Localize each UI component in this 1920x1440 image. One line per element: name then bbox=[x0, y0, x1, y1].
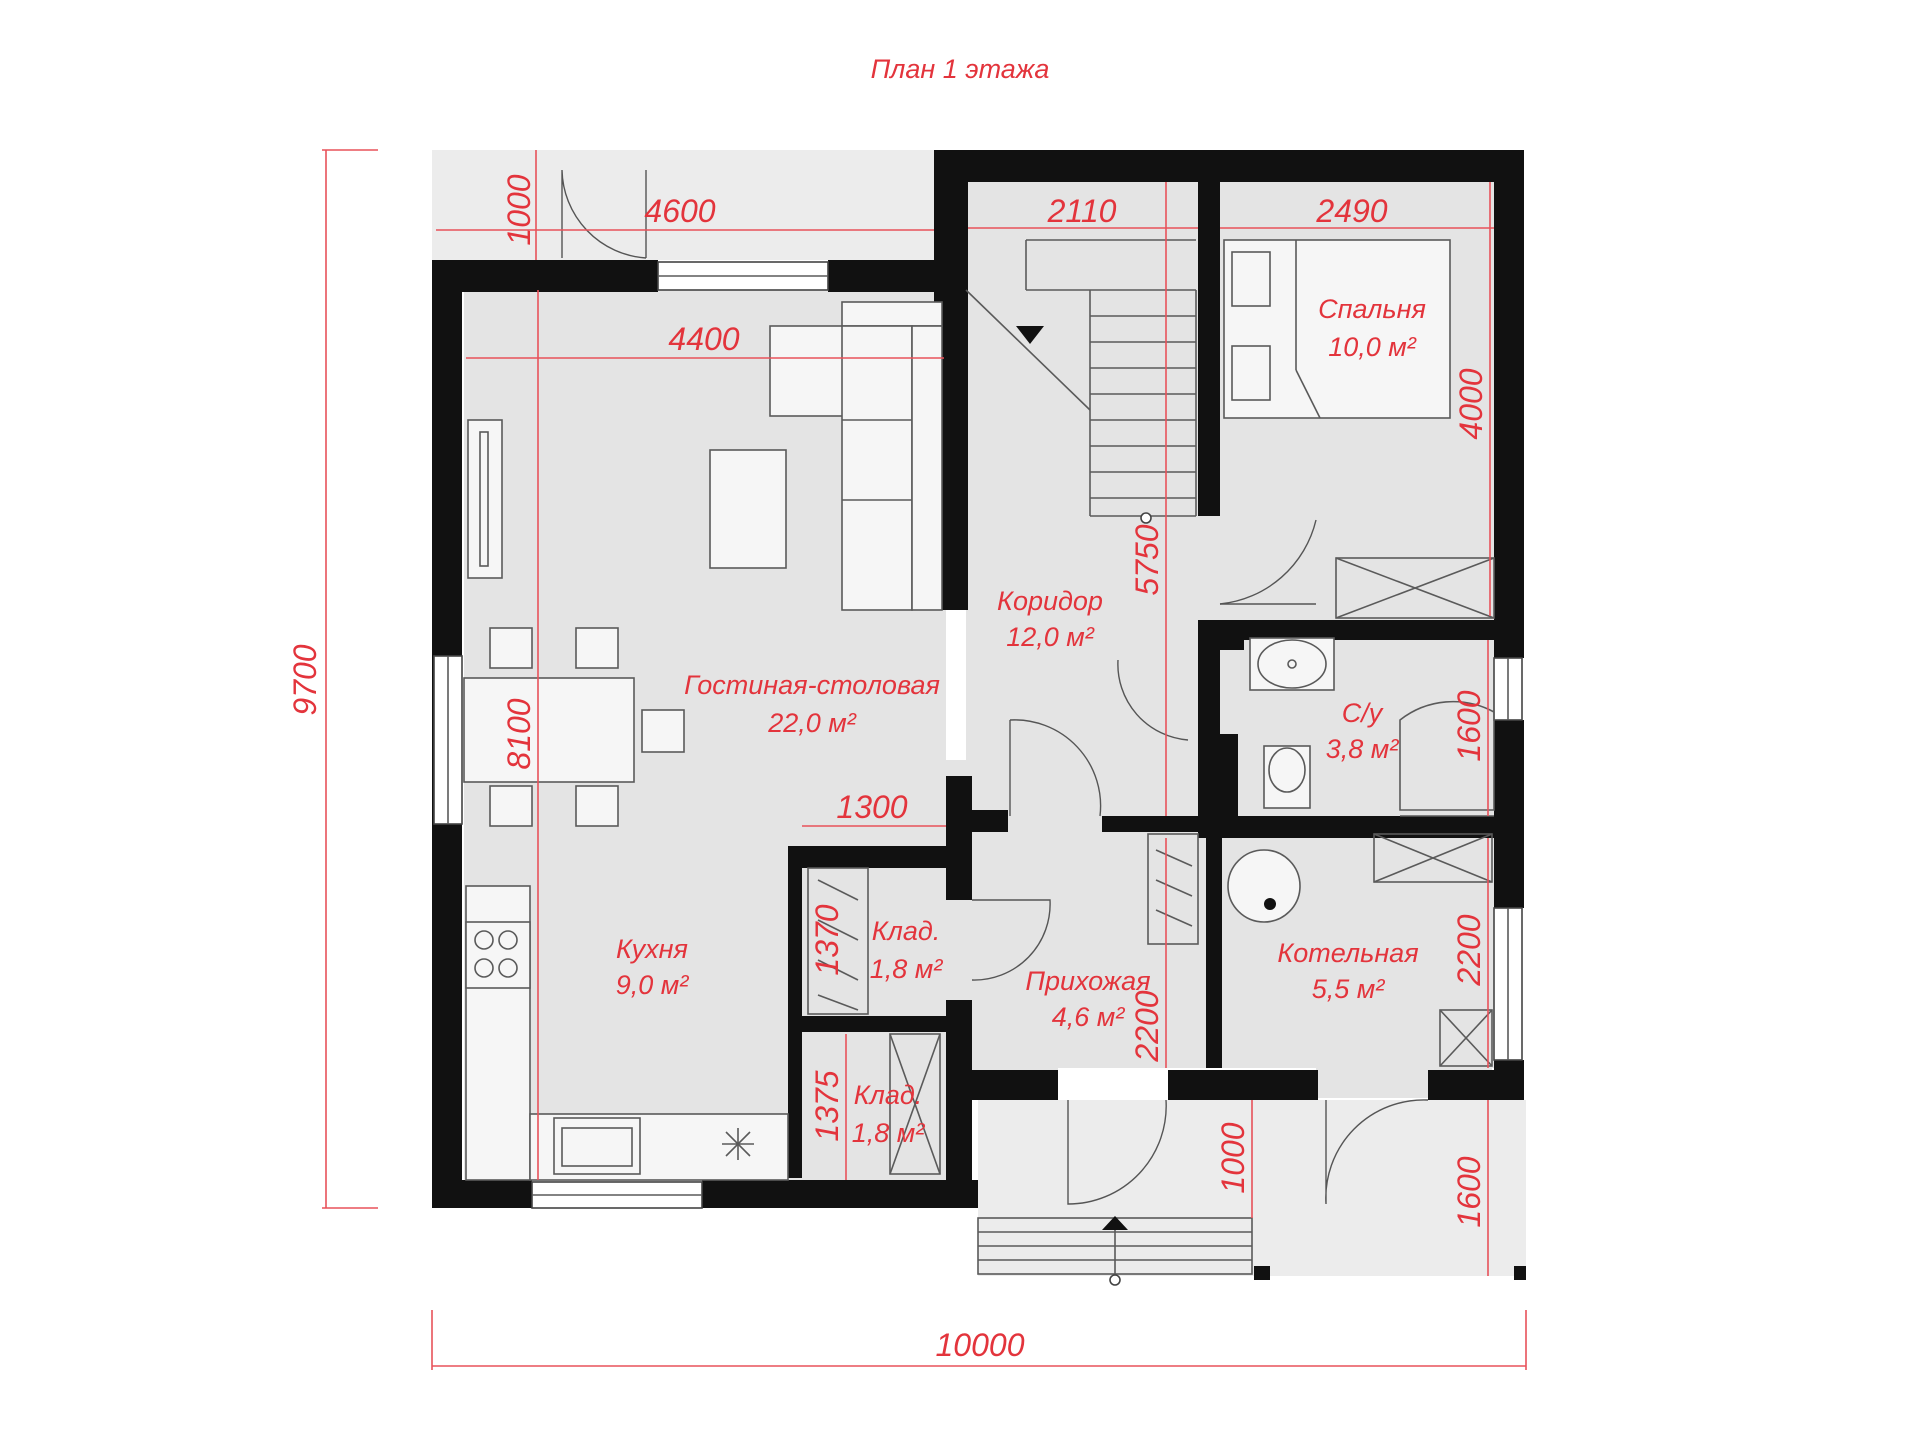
tv-unit bbox=[467, 419, 503, 579]
dim-hall-depth: 2200 bbox=[1129, 990, 1165, 1062]
dim-pantry1-depth: 1370 bbox=[809, 904, 845, 975]
room-hall-area: 4,6 м² bbox=[1052, 1002, 1126, 1032]
dim-bath-depth: 1600 bbox=[1451, 690, 1487, 761]
dim-bedroom-depth: 4000 bbox=[1453, 368, 1489, 439]
dim-terrace-width: 4600 bbox=[644, 193, 715, 229]
doors bbox=[561, 169, 1429, 1205]
room-living-area: 22,0 м² bbox=[767, 708, 857, 738]
dimension-lines bbox=[322, 149, 1527, 1370]
shower bbox=[1399, 700, 1495, 817]
room-living-name: Гостиная-столовая bbox=[684, 670, 940, 700]
room-bedroom-area: 10,0 м² bbox=[1328, 332, 1417, 362]
entrance-steps bbox=[977, 1216, 1253, 1286]
wardrobe bbox=[1147, 833, 1199, 945]
dim-total-depth: 9700 bbox=[287, 644, 323, 715]
staircase bbox=[965, 239, 1197, 524]
boiler-unit bbox=[1373, 833, 1493, 1067]
dim-bedroom-width: 2490 bbox=[1315, 193, 1387, 229]
room-kitchen-name: Кухня bbox=[616, 934, 688, 964]
dim-porch2-depth: 1600 bbox=[1451, 1156, 1487, 1227]
room-pantry2-name: Клад. bbox=[854, 1080, 923, 1110]
dim-living-length: 8100 bbox=[501, 698, 537, 769]
dim-pantry-width: 1300 bbox=[836, 789, 907, 825]
dim-pantry2-depth: 1375 bbox=[809, 1070, 845, 1141]
room-pantry2-area: 1,8 м² bbox=[852, 1118, 926, 1148]
room-pantry1-name: Клад. bbox=[872, 916, 941, 946]
windows bbox=[433, 261, 1523, 1209]
bedroom-wardrobe bbox=[1335, 557, 1495, 619]
dim-porch-depth: 1000 bbox=[1215, 1122, 1251, 1193]
dim-total-width: 10000 bbox=[936, 1327, 1025, 1363]
dim-living-width: 4400 bbox=[668, 321, 739, 357]
coffee-table bbox=[709, 449, 787, 569]
dim-boiler-depth: 2200 bbox=[1451, 914, 1487, 986]
room-kitchen-area: 9,0 м² bbox=[616, 970, 690, 1000]
room-bathroom-name: С/у bbox=[1342, 698, 1384, 728]
plan-title: План 1 этажа bbox=[871, 54, 1050, 84]
room-corridor-name: Коридор bbox=[997, 586, 1103, 616]
boiler bbox=[1227, 849, 1301, 923]
bed bbox=[1223, 239, 1451, 419]
kitchen-counter bbox=[465, 885, 789, 1181]
room-boiler-name: Котельная bbox=[1277, 938, 1418, 968]
room-bedroom-name: Спальня bbox=[1318, 294, 1426, 324]
room-pantry1-area: 1,8 м² bbox=[870, 954, 944, 984]
dim-corridor-length: 5750 bbox=[1129, 524, 1165, 595]
dim-terrace-depth: 1000 bbox=[501, 174, 537, 245]
room-bathroom-area: 3,8 м² bbox=[1326, 734, 1400, 764]
terrace bbox=[432, 150, 934, 260]
dim-stair-width: 2110 bbox=[1047, 193, 1117, 229]
sink bbox=[1249, 637, 1335, 691]
pantry-shelves bbox=[807, 867, 941, 1175]
room-boiler-area: 5,5 м² bbox=[1312, 974, 1386, 1004]
dining-set bbox=[463, 627, 685, 827]
room-corridor-area: 12,0 м² bbox=[1006, 622, 1095, 652]
toilet bbox=[1263, 745, 1311, 809]
room-hall-name: Прихожая bbox=[1025, 966, 1150, 996]
sofa bbox=[769, 301, 943, 611]
walls bbox=[432, 150, 1526, 1280]
